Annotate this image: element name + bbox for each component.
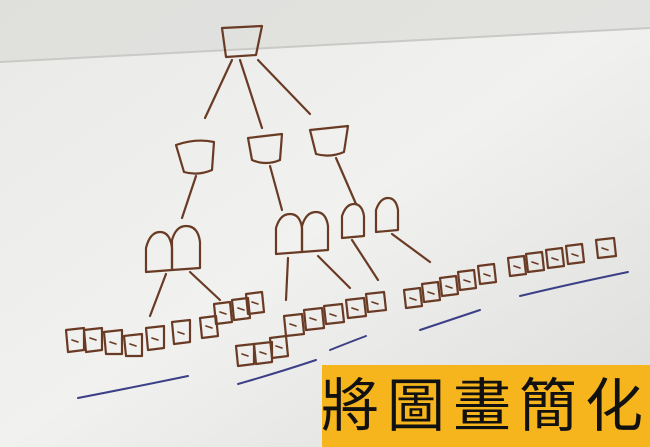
level3-node-2 xyxy=(170,224,202,272)
level3-node-4 xyxy=(300,210,330,254)
level3-node-6 xyxy=(374,196,400,234)
tree-drawing xyxy=(64,24,618,368)
grouping-underlines xyxy=(77,271,629,399)
level2-node-1 xyxy=(174,139,216,175)
root-node xyxy=(220,24,264,59)
caption-banner: 將圖畫簡化 xyxy=(321,365,650,447)
caption-text: 將圖畫簡化 xyxy=(321,372,650,440)
level2-node-2 xyxy=(246,132,284,165)
level2-node-3 xyxy=(308,124,350,157)
level3-node-5 xyxy=(340,202,366,240)
